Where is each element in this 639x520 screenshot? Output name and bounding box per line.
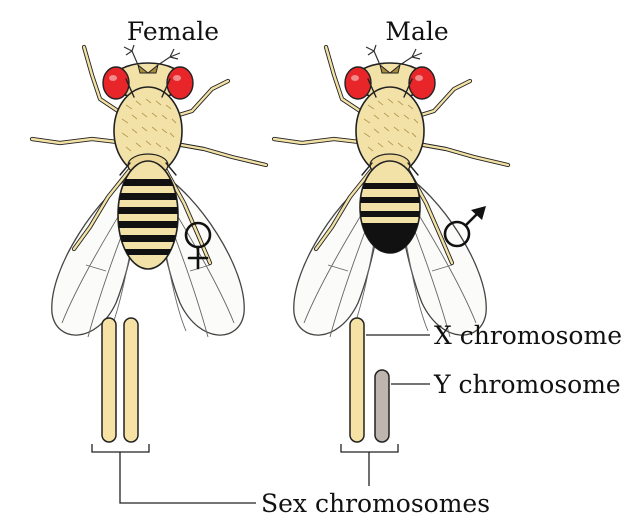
x-chromosome-label: X chromosome bbox=[434, 321, 622, 350]
y-chromosome-label: Y chromosome bbox=[433, 370, 621, 399]
male-y-chromosome bbox=[375, 370, 389, 442]
male-label: Male bbox=[385, 17, 448, 46]
female-bracket bbox=[92, 444, 149, 452]
female-x-chromosome-1 bbox=[102, 318, 116, 442]
female-label: Female bbox=[127, 17, 219, 46]
female-fly bbox=[32, 45, 266, 337]
male-bracket bbox=[341, 444, 398, 452]
sex-chromosomes-label: Sex chromosomes bbox=[261, 489, 490, 518]
male-x-chromosome bbox=[350, 318, 364, 442]
male-fly bbox=[274, 45, 508, 337]
female-x-chromosome-2 bbox=[124, 318, 138, 442]
